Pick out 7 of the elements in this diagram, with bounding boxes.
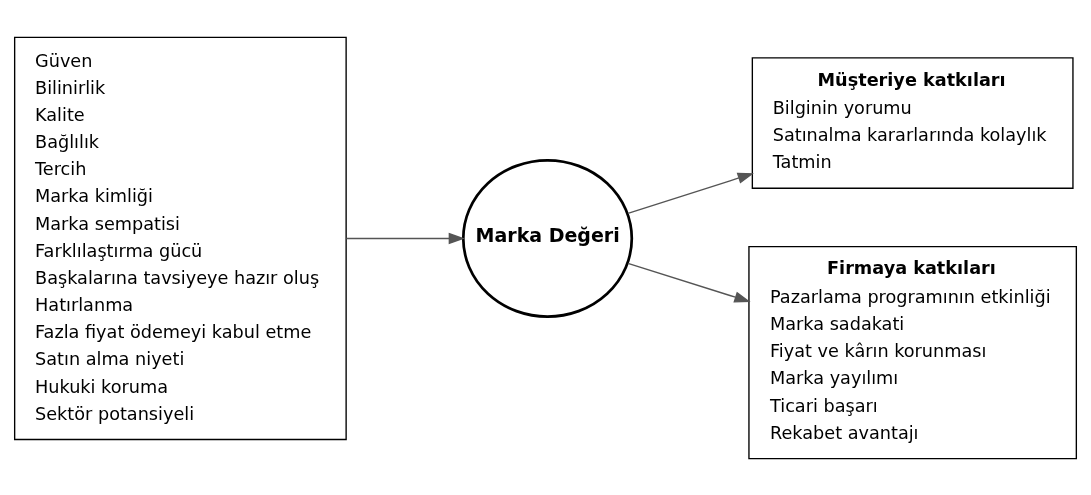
arrow	[627, 172, 754, 214]
arrow	[627, 262, 751, 303]
node-circle: Marka Değeri	[461, 158, 634, 318]
node-box: Firmaya katkıları Pazarlama programının etkinliği Marka sadakati Fiyat ve kârın korunması Marka yayılımı Ticari başarı Rekabet avantajı	[748, 245, 1077, 459]
node-box: Müşteriye katkıları Bilginin yorumu Satınalma kararlarında kolaylık Tatmin	[751, 56, 1074, 189]
arrow	[345, 232, 465, 244]
node-box: Güven Bilinirlik Kalite Bağlılık Tercih Marka kimliği Marka sempatisi Farklılaştırma gücü Başkalarına tavsiyeye hazır oluş Hatırlanma Fazla fiyat ödemeyi kabul etme Satın alma niyeti Hukuki koruma Sektör potansiyeli	[14, 36, 347, 440]
